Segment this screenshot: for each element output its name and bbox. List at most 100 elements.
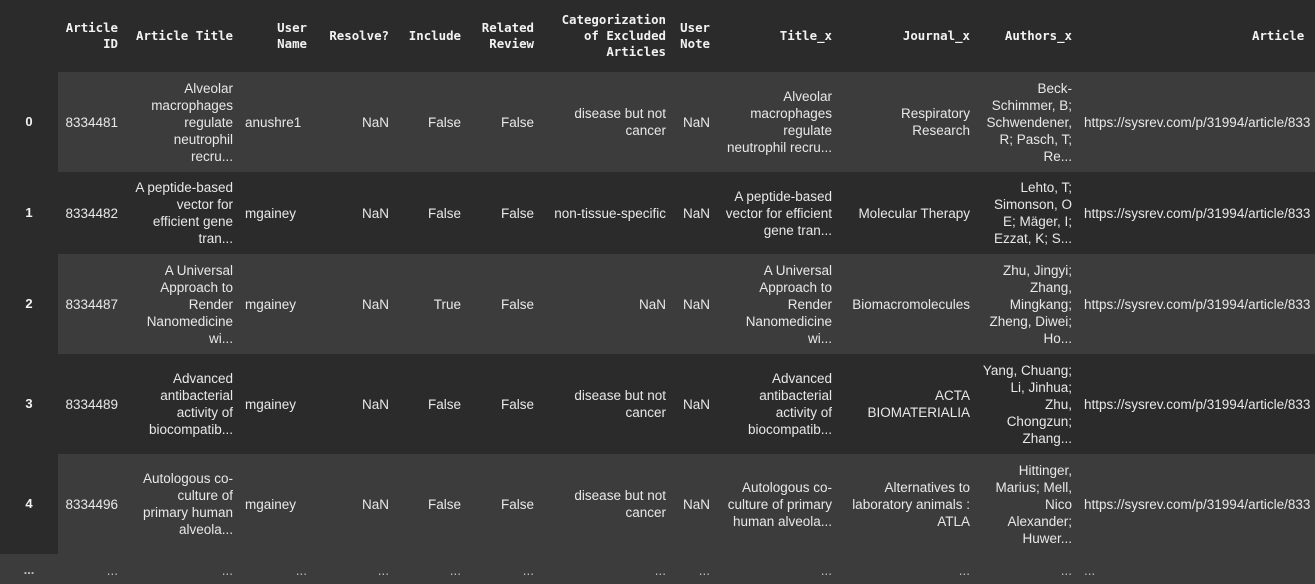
cell-resolve: NaN xyxy=(361,205,389,221)
row-index: 4 xyxy=(0,454,58,554)
ellipsis-row: ... ... ... ... ... ... ... ... ... ... … xyxy=(0,554,1315,584)
column-header-include: Include xyxy=(395,0,467,72)
cell-user-note: NaN xyxy=(682,496,710,512)
row-index: 0 xyxy=(0,72,58,172)
ellipsis-cell: ... xyxy=(0,554,58,584)
column-header-user-name: User Name xyxy=(239,0,313,72)
cell-user-note: NaN xyxy=(682,114,710,130)
cell-related-review: False xyxy=(500,205,534,221)
cell-user-note: NaN xyxy=(682,396,710,412)
cell-article-id: 8334487 xyxy=(65,296,118,312)
cell-include: False xyxy=(427,114,461,130)
table-row: 3 8334489 Advanced antibacterial activit… xyxy=(0,354,1315,454)
ellipsis-cell: ... xyxy=(976,554,1078,584)
cell-categorization: disease but not cancer xyxy=(574,488,666,520)
row-index: 2 xyxy=(0,254,58,354)
cell-include: True xyxy=(433,296,461,312)
cell-article-title: A Universal Approach to Render Nanomedic… xyxy=(146,262,233,346)
column-header-authors-x: Authors_x xyxy=(976,0,1078,72)
column-header-categorization: Categorization of Excluded Articles xyxy=(540,0,672,72)
cell-user-name: mgainey xyxy=(245,396,297,412)
ellipsis-cell: ... xyxy=(838,554,976,584)
cell-article-id: 8334481 xyxy=(65,114,118,130)
cell-resolve: NaN xyxy=(361,296,389,312)
index-header xyxy=(0,0,58,72)
cell-categorization: disease but not cancer xyxy=(574,388,666,420)
cell-title-x: Alveolar macrophages regulate neutrophil… xyxy=(726,89,832,155)
column-header-journal-x: Journal_x xyxy=(838,0,976,72)
ellipsis-cell: ... xyxy=(58,554,124,584)
column-header-article-id: Article ID xyxy=(58,0,124,72)
column-header-related-review: Related Review xyxy=(467,0,540,72)
column-header-title-x: Title_x xyxy=(716,0,838,72)
cell-categorization: non-tissue-specific xyxy=(554,205,666,221)
column-header-article: Article xyxy=(1078,0,1315,72)
column-header-article-title: Article Title xyxy=(124,0,239,72)
cell-article-link[interactable]: https://sysrev.com/p/31994/article/833 xyxy=(1084,205,1311,221)
cell-authors-x: Hittinger, Marius; Mell, Nico Alexander;… xyxy=(995,462,1072,546)
cell-include: False xyxy=(427,205,461,221)
column-header-user-note: User Note xyxy=(672,0,716,72)
cell-journal-x: Respiratory Research xyxy=(900,106,970,138)
cell-user-name: mgainey xyxy=(245,296,297,312)
ellipsis-cell: ... xyxy=(672,554,716,584)
ellipsis-cell: ... xyxy=(395,554,467,584)
ellipsis-cell: ... xyxy=(540,554,672,584)
cell-authors-x: Beck-Schimmer, B; Schwendener, R; Pasch,… xyxy=(986,80,1072,164)
row-index: 3 xyxy=(0,354,58,454)
cell-title-x: Autologous co-culture of primary human a… xyxy=(727,479,832,529)
cell-article-id: 8334482 xyxy=(65,205,118,221)
cell-user-name: mgainey xyxy=(245,205,297,221)
cell-include: False xyxy=(427,396,461,412)
cell-article-link[interactable]: https://sysrev.com/p/31994/article/833 xyxy=(1084,496,1311,512)
cell-related-review: False xyxy=(500,396,534,412)
cell-related-review: False xyxy=(500,496,534,512)
cell-user-name: mgainey xyxy=(245,496,297,512)
row-index: 1 xyxy=(0,172,58,254)
cell-user-note: NaN xyxy=(682,205,710,221)
cell-article-title: Alveolar macrophages regulate neutrophil… xyxy=(151,80,233,164)
cell-resolve: NaN xyxy=(361,496,389,512)
cell-include: False xyxy=(427,496,461,512)
cell-resolve: NaN xyxy=(361,114,389,130)
cell-user-note: NaN xyxy=(682,296,710,312)
cell-article-title: Advanced antibacterial activity of bioco… xyxy=(148,371,233,437)
cell-article-link[interactable]: https://sysrev.com/p/31994/article/833 xyxy=(1084,114,1311,130)
ellipsis-cell: ... xyxy=(313,554,395,584)
cell-article-link[interactable]: https://sysrev.com/p/31994/article/833 xyxy=(1084,396,1311,412)
cell-journal-x: Molecular Therapy xyxy=(858,205,970,221)
cell-title-x: Advanced antibacterial activity of bioco… xyxy=(747,371,832,437)
cell-article-id: 8334489 xyxy=(65,396,118,412)
cell-journal-x: Alternatives to laboratory animals : ATL… xyxy=(852,479,970,529)
cell-title-x: A peptide-based vector for efficient gen… xyxy=(725,188,832,238)
cell-title-x: A Universal Approach to Render Nanomedic… xyxy=(745,262,832,346)
cell-article-title: A peptide-based vector for efficient gen… xyxy=(135,180,233,246)
cell-related-review: False xyxy=(500,296,534,312)
cell-categorization: NaN xyxy=(638,296,666,312)
cell-authors-x: Yang, Chuang; Li, Jinhua; Zhu, Chongzun;… xyxy=(982,362,1072,446)
header-row: Article ID Article Title User Name Resol… xyxy=(0,0,1315,72)
cell-related-review: False xyxy=(500,114,534,130)
ellipsis-cell: ... xyxy=(239,554,313,584)
cell-article-id: 8334496 xyxy=(65,496,118,512)
cell-article-title: Autologous co-culture of primary human a… xyxy=(142,471,233,537)
ellipsis-cell: ... xyxy=(716,554,838,584)
cell-authors-x: Zhu, Jingyi; Zhang, Mingkang; Zheng, Diw… xyxy=(989,262,1072,346)
table-row: 0 8334481 Alveolar macrophages regulate … xyxy=(0,72,1315,172)
cell-journal-x: ACTA BIOMATERIALIA xyxy=(867,388,970,420)
table-row: 1 8334482 A peptide-based vector for eff… xyxy=(0,172,1315,254)
column-header-resolve: Resolve? xyxy=(313,0,395,72)
cell-authors-x: Lehto, T; Simonson, O E; Mäger, I; Ezzat… xyxy=(993,180,1072,246)
table-row: 2 8334487 A Universal Approach to Render… xyxy=(0,254,1315,354)
cell-resolve: NaN xyxy=(361,396,389,412)
cell-user-name: anushre1 xyxy=(245,114,302,130)
cell-article-link[interactable]: https://sysrev.com/p/31994/article/833 xyxy=(1084,296,1311,312)
cell-journal-x: Biomacromolecules xyxy=(852,296,970,312)
ellipsis-cell: ... xyxy=(124,554,239,584)
table-row: 4 8334496 Autologous co-culture of prima… xyxy=(0,454,1315,554)
ellipsis-cell: ... xyxy=(467,554,540,584)
cell-categorization: disease but not cancer xyxy=(574,106,666,138)
ellipsis-cell: ... xyxy=(1078,554,1315,584)
